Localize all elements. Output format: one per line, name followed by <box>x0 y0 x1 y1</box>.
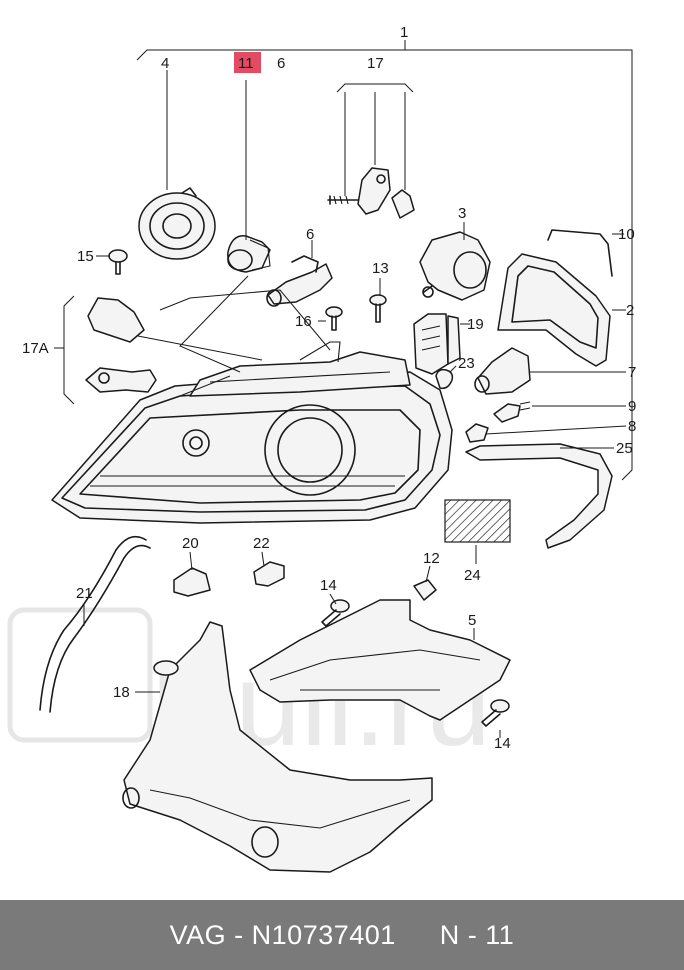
callout-19: 19 <box>467 316 484 333</box>
part-20-clip <box>173 567 211 597</box>
callout-13: 13 <box>372 260 389 277</box>
part-number-text: VAG - N10737401 N - 11 <box>170 920 515 951</box>
part-17-bracket <box>327 83 415 219</box>
part-7-bulb <box>474 347 531 395</box>
headlamp-housing <box>51 341 453 524</box>
part-12-clip <box>413 579 437 601</box>
callout-7: 7 <box>628 364 636 381</box>
footer-bar: VAG - N10737401 N - 11 <box>0 900 684 970</box>
part-18-frame <box>122 621 433 873</box>
callout-3: 3 <box>458 205 466 222</box>
callout-11-highlight <box>234 52 261 73</box>
callout-6: 6 <box>306 226 314 243</box>
callout-1: 1 <box>400 24 408 41</box>
callout-18: 18 <box>113 684 130 701</box>
callout-22: 22 <box>253 535 270 552</box>
callout-8: 8 <box>628 418 636 435</box>
part-6-bulb-socket <box>266 255 333 307</box>
screw-14-bottom <box>481 699 510 727</box>
part-10-clip <box>547 229 613 277</box>
screw-15 <box>108 249 128 275</box>
callout-20: 20 <box>182 535 199 552</box>
brand-part-number: VAG - N10737401 <box>169 919 396 950</box>
part-8-socket <box>465 423 489 443</box>
callout-21: 21 <box>76 585 93 602</box>
callout-17a: 17A <box>22 340 49 357</box>
part-19-connector <box>413 313 461 375</box>
assembly-bracket <box>136 40 633 481</box>
part-11-bulb <box>227 235 271 273</box>
leader-lines <box>83 70 627 738</box>
callout-labels: 1 4 11 6 17 3 10 6 15 13 2 16 19 17A 23 … <box>22 24 636 752</box>
callout-10: 10 <box>618 226 635 243</box>
callout-2: 2 <box>626 302 634 319</box>
part-25-strip <box>465 443 613 549</box>
callout-17: 17 <box>367 55 384 72</box>
callout-23: 23 <box>458 355 475 372</box>
callout-16: 16 <box>295 313 312 330</box>
callout-25: 25 <box>616 440 633 457</box>
part-17a-mounts <box>54 295 157 405</box>
part-2-gasket <box>497 253 611 367</box>
part-5-carrier <box>249 599 511 721</box>
callout-reference: N - 11 <box>439 919 515 950</box>
screw-16 <box>325 306 343 331</box>
part-4-dust-cap <box>138 187 216 260</box>
callout-4: 4 <box>161 55 169 72</box>
callout-11: 11 <box>238 55 254 72</box>
callout-14-bottom: 14 <box>494 735 511 752</box>
part-24-label <box>444 499 511 543</box>
callout-9: 9 <box>628 398 636 415</box>
part-9-bulb <box>493 401 531 423</box>
callout-14-top: 14 <box>320 577 337 594</box>
callout-6-top: 6 <box>277 55 285 72</box>
part-23-cap <box>435 368 454 390</box>
screw-13 <box>369 294 387 323</box>
callout-12: 12 <box>423 550 440 567</box>
callout-15: 15 <box>77 248 94 265</box>
part-22-grommet <box>253 561 285 587</box>
callout-24: 24 <box>464 567 481 584</box>
parts-diagram: Ruli.ru <box>7 24 636 873</box>
part-3-motor <box>419 231 491 301</box>
callout-5: 5 <box>468 612 476 629</box>
part-21-hose <box>39 535 151 713</box>
